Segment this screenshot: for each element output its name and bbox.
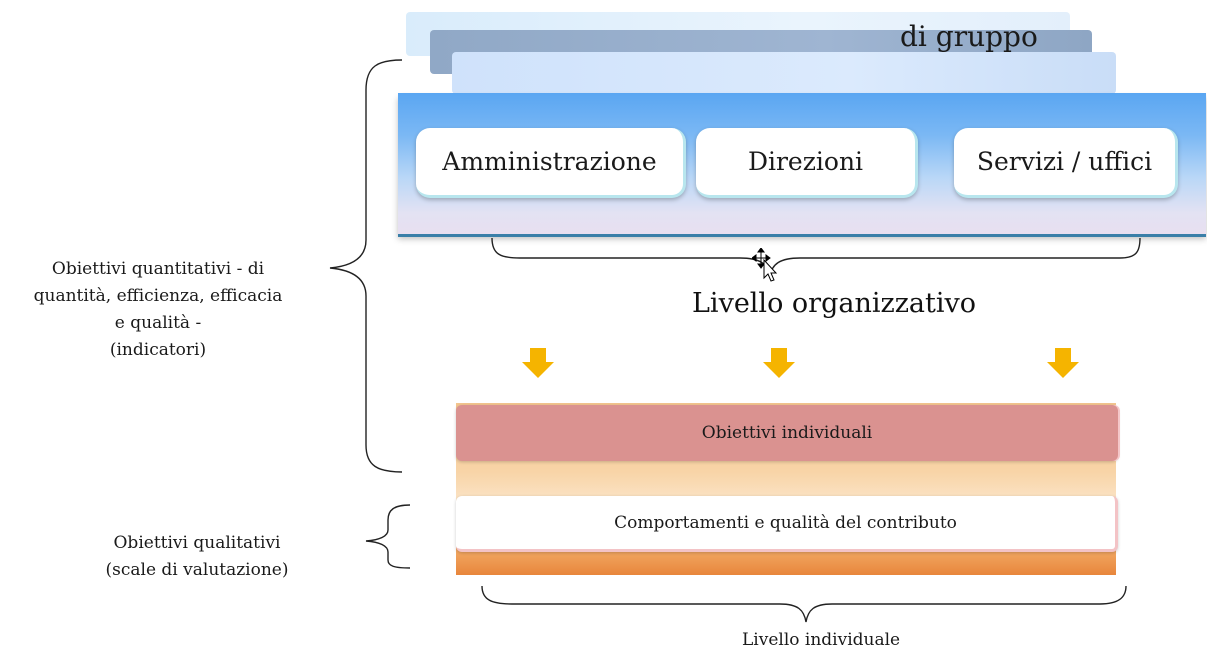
group-bar-front [452, 52, 1116, 94]
qual-line-2: (scale di valutazione) [105, 560, 289, 580]
bar-individual-objectives: Obiettivi individuali [456, 405, 1118, 461]
org-box-servizi-label: Servizi / uffici [976, 147, 1153, 176]
brace-qualitative [365, 504, 411, 569]
quant-line-2: quantità, efficienza, efficacia [33, 286, 283, 306]
down-arrow-icon [763, 348, 795, 378]
label-individual-level: Livello individuale [742, 630, 901, 650]
quant-line-4: (indicatori) [109, 340, 207, 360]
quant-line-1: Obiettivi quantitativi - di [51, 259, 265, 279]
brace-individual [481, 585, 1127, 623]
label-quantitative-objectives: Obiettivi quantitativi - di quantità, ef… [4, 256, 312, 364]
label-organizational-level: Livello organizzativo [692, 288, 977, 319]
brace-quantitative [329, 59, 403, 473]
move-cursor-icon [752, 248, 778, 282]
bar-behaviours-contribution: Comportamenti e qualità del contributo [456, 496, 1118, 552]
org-box-direzioni: Direzioni [696, 128, 918, 198]
down-arrow-icon [522, 348, 554, 378]
down-arrow-icon [1047, 348, 1079, 378]
org-box-servizi-uffici: Servizi / uffici [954, 128, 1178, 198]
org-box-amministrazione: Amministrazione [416, 128, 686, 198]
group-title: di gruppo [900, 20, 1038, 53]
label-qualitative-objectives: Obiettivi qualitativi (scale di valutazi… [62, 530, 332, 584]
brace-organizational [491, 237, 1141, 277]
qual-line-1: Obiettivi qualitativi [113, 533, 281, 553]
quant-line-3: e qualità - [114, 313, 202, 333]
